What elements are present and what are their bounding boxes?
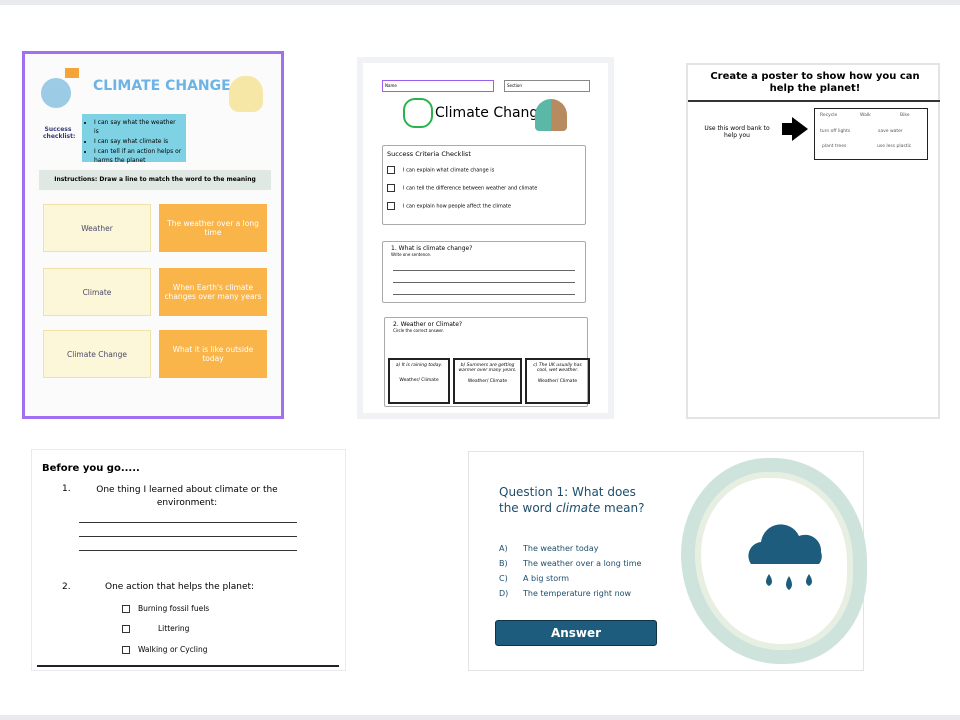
poster-title: Create a poster to show how you can help… <box>710 71 920 94</box>
answer-line[interactable] <box>79 550 297 551</box>
word-bank: Recycle Walk Bike turn off lights save w… <box>814 108 928 160</box>
exit-ticket[interactable]: Before you go..... 1. One thing I learne… <box>31 449 346 671</box>
question-text: One thing I learned about climate or the… <box>96 485 278 508</box>
rain-cloud-icon <box>748 524 822 590</box>
option[interactable]: B)The weather over a long time <box>499 559 642 568</box>
question-hint: Circle the correct answer. <box>393 328 444 333</box>
meaning-card[interactable]: What it is like outside today <box>159 330 267 378</box>
word-bank-item: use less plastic <box>877 144 912 149</box>
quiz-slide[interactable]: Question 1: What does the word climate m… <box>468 451 867 671</box>
word-bank-item: Recycle <box>820 113 838 118</box>
name-field[interactable]: Name <box>382 80 494 92</box>
sign-icon <box>65 68 79 78</box>
divider <box>37 665 339 667</box>
question-number: 1. <box>62 484 71 494</box>
checklist-title: Success Criteria Checklist <box>387 150 471 158</box>
word-card[interactable]: Weather <box>43 204 151 252</box>
poster-task[interactable]: Create a poster to show how you can help… <box>686 63 940 419</box>
globe-illustration <box>41 78 71 108</box>
word-bank-item: Bike <box>900 113 910 118</box>
choice-box[interactable]: c) The UK usually has cool, wet weather.… <box>525 358 590 404</box>
success-checklist: I can say what the weather is I can say … <box>82 114 186 165</box>
word-bank-item: save water <box>878 129 903 134</box>
question-1-box: 1. What is climate change? Write one sen… <box>382 241 586 303</box>
question-title: 1. What is climate change? <box>391 245 473 252</box>
checklist-item: I can say what the weather is <box>94 118 182 136</box>
choice-box[interactable]: a) It is raining today.Weather/ Climate <box>388 358 450 404</box>
arrow-right-icon <box>792 117 808 141</box>
checklist-item: I can tell if an action helps or harms t… <box>94 147 182 165</box>
checklist-item: I can explain how people affect the clim… <box>403 203 511 210</box>
option-label: Burning fossil fuels <box>138 604 210 613</box>
checkbox[interactable] <box>387 166 395 174</box>
answer-button[interactable]: Answer <box>495 620 657 646</box>
word-bank-hint: Use this word bank to help you <box>704 125 770 139</box>
answer-line[interactable] <box>393 270 575 271</box>
word-bank-item: Walk <box>860 113 871 118</box>
option[interactable]: A)The weather today <box>499 544 599 553</box>
arrow-shaft <box>782 123 794 135</box>
tree-icon <box>535 99 567 131</box>
answer-line[interactable] <box>393 294 575 295</box>
options-list: A)The weather today B)The weather over a… <box>499 541 641 601</box>
polar-bear-illustration <box>229 76 263 112</box>
exit-title: Before you go..... <box>42 463 140 474</box>
question-title: 2. Weather or Climate? <box>393 321 463 328</box>
checkbox[interactable] <box>122 646 130 654</box>
section-field[interactable]: Section <box>504 80 590 92</box>
worksheet-title: Climate Change <box>435 105 547 121</box>
question-text: One action that helps the planet: <box>105 582 255 592</box>
checklist-item: I can say what climate is <box>94 137 182 146</box>
checkbox[interactable] <box>387 202 395 210</box>
success-criteria-box: Success Criteria Checklist I can explain… <box>382 145 586 225</box>
option[interactable]: C)A big storm <box>499 574 570 583</box>
meaning-card[interactable]: The weather over a long time <box>159 204 267 252</box>
divider <box>688 100 940 102</box>
word-card[interactable]: Climate <box>43 268 151 316</box>
answer-line[interactable] <box>79 536 297 537</box>
word-bank-item: plant trees <box>822 144 847 149</box>
question-text: Question 1: What does the word climate m… <box>499 485 645 515</box>
meaning-card[interactable]: When Earth's climate changes over many y… <box>159 268 267 316</box>
question-number: 2. <box>62 582 71 592</box>
choice-box[interactable]: b) Summers are getting warmer over many … <box>453 358 522 404</box>
instructions: Instructions: Draw a line to match the w… <box>39 170 271 190</box>
checkbox[interactable] <box>387 184 395 192</box>
option-label: Walking or Cycling <box>138 645 208 654</box>
question-2-box: 2. Weather or Climate? Circle the correc… <box>384 317 590 407</box>
option-label: Littering <box>158 624 190 633</box>
checklist-item: I can explain what climate change is <box>403 167 495 174</box>
word-card[interactable]: Climate Change <box>43 330 151 378</box>
option[interactable]: D)The temperature right now <box>499 589 632 598</box>
worksheet-title: CLIMATE CHANGE <box>93 78 231 94</box>
success-label: Success checklist: <box>43 126 76 140</box>
checkbox[interactable] <box>122 605 130 613</box>
word-bank-item: turn off lights <box>820 129 851 134</box>
question-hint: Write one sentence. <box>391 252 432 257</box>
checkbox[interactable] <box>122 625 130 633</box>
answer-line[interactable] <box>79 522 297 523</box>
checklist-item: I can tell the difference between weathe… <box>403 185 538 192</box>
globe-thermometer-icon <box>403 98 433 128</box>
worksheet-match[interactable]: CLIMATE CHANGE Success checklist: I can … <box>22 51 284 419</box>
worksheet-checklist[interactable]: Name Section Climate Change Success Crit… <box>357 57 614 419</box>
answer-line[interactable] <box>393 282 575 283</box>
